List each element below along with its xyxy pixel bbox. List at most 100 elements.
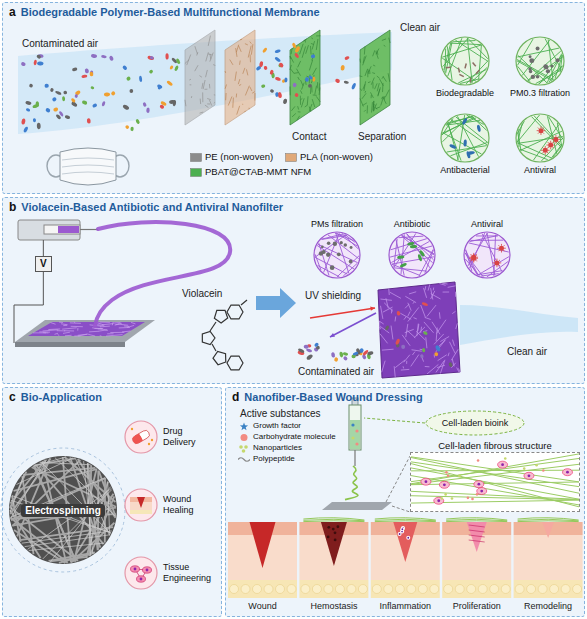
fiber: [214, 102, 215, 103]
nucleus: [425, 481, 428, 484]
fiber: [40, 462, 91, 464]
swatch-square: [191, 168, 202, 176]
fiber-fragment: [459, 74, 463, 76]
particle: [21, 62, 26, 67]
fiber: [310, 88, 311, 94]
bacterium: [417, 254, 422, 262]
fiber: [203, 80, 205, 88]
fiber: [189, 79, 191, 80]
particle: [174, 65, 179, 71]
particle: [343, 356, 349, 361]
cell: [524, 473, 534, 480]
circle-art: [313, 231, 361, 279]
fat-cell: [478, 585, 487, 594]
circle-art: [124, 420, 158, 454]
fiber: [363, 103, 366, 105]
fiber: [453, 312, 456, 314]
caption-column: Wound Healing: [163, 494, 216, 516]
fiber: [33, 457, 66, 466]
cell: [421, 479, 431, 486]
caption-column: Tissue Engineering: [163, 562, 216, 584]
particle: [81, 74, 87, 78]
virus-spike: [503, 250, 504, 251]
fiber: [392, 265, 420, 276]
skin-section: [299, 518, 368, 598]
legend-item: PLA (non-woven): [285, 152, 373, 162]
particle: [104, 92, 110, 96]
fiber: [249, 108, 250, 110]
fiber: [518, 55, 547, 83]
fiber: [232, 98, 234, 107]
fiber: [402, 335, 409, 345]
cell: [434, 498, 444, 505]
fiber: [411, 468, 579, 499]
fiber: [244, 111, 246, 113]
virus-spike: [552, 139, 554, 140]
application-circle: Drug Delivery: [124, 420, 216, 454]
substance-dot: [477, 460, 480, 463]
fiber: [434, 334, 443, 344]
fiber: [404, 317, 406, 319]
virus-spike: [540, 126, 541, 128]
fiber: [245, 43, 247, 45]
particle: [53, 107, 59, 112]
fiber: [401, 313, 411, 319]
fiber: [57, 330, 65, 331]
circle-art: [515, 36, 565, 86]
panel-heading: Violacein-Based Antibiotic and Antiviral…: [21, 201, 283, 213]
fiber: [384, 303, 392, 311]
syringe: [44, 225, 80, 234]
fiber: [555, 55, 562, 78]
nucleus: [477, 483, 480, 486]
particle: [344, 244, 348, 248]
immune-cell: [406, 536, 410, 540]
particle: [292, 42, 297, 48]
particle: [303, 345, 308, 349]
virus-spike: [546, 145, 548, 146]
particle: [122, 65, 128, 71]
fiber: [408, 312, 410, 316]
fiber: [424, 322, 433, 332]
virus-spike: [555, 135, 556, 137]
virus-spike: [471, 260, 472, 261]
fiber: [552, 144, 563, 158]
virus-spike: [498, 246, 499, 247]
fiber: [97, 323, 103, 325]
fiber: [518, 133, 521, 152]
dressing-fiber: [303, 518, 364, 520]
fiber: [438, 355, 446, 360]
molecule-ring: [202, 331, 215, 344]
fat-cell: [444, 585, 453, 594]
fiber: [309, 107, 310, 111]
substance-dot: [444, 493, 447, 496]
fiber: [310, 46, 312, 54]
annotation-label: Proliferation: [453, 601, 501, 612]
cell: [137, 576, 146, 582]
wound-bed: [321, 522, 347, 566]
particle: [166, 80, 173, 86]
particle: [90, 86, 94, 90]
particle: [29, 83, 34, 88]
cell: [143, 567, 152, 573]
swatch-dot: [242, 449, 246, 453]
particle: [543, 64, 548, 69]
fiber: [413, 302, 415, 303]
bacterium: [397, 255, 405, 259]
particle: [337, 253, 341, 257]
fiber: [55, 333, 58, 335]
virus-spike: [552, 142, 553, 143]
fiber: [189, 84, 191, 85]
particle: [126, 76, 131, 81]
figure-panel: aBiodegradable Polymer-Based Multifuncti…: [2, 2, 585, 194]
circle-ground: [516, 37, 564, 85]
fiber: [377, 84, 379, 91]
fiber: [103, 324, 113, 325]
particle: [52, 96, 58, 102]
annotation-label: Remodeling: [524, 601, 572, 612]
virus-spike: [475, 256, 476, 257]
fiber: [439, 313, 441, 319]
fiber: [113, 322, 121, 324]
wire: [43, 240, 44, 256]
fiber: [17, 458, 73, 485]
